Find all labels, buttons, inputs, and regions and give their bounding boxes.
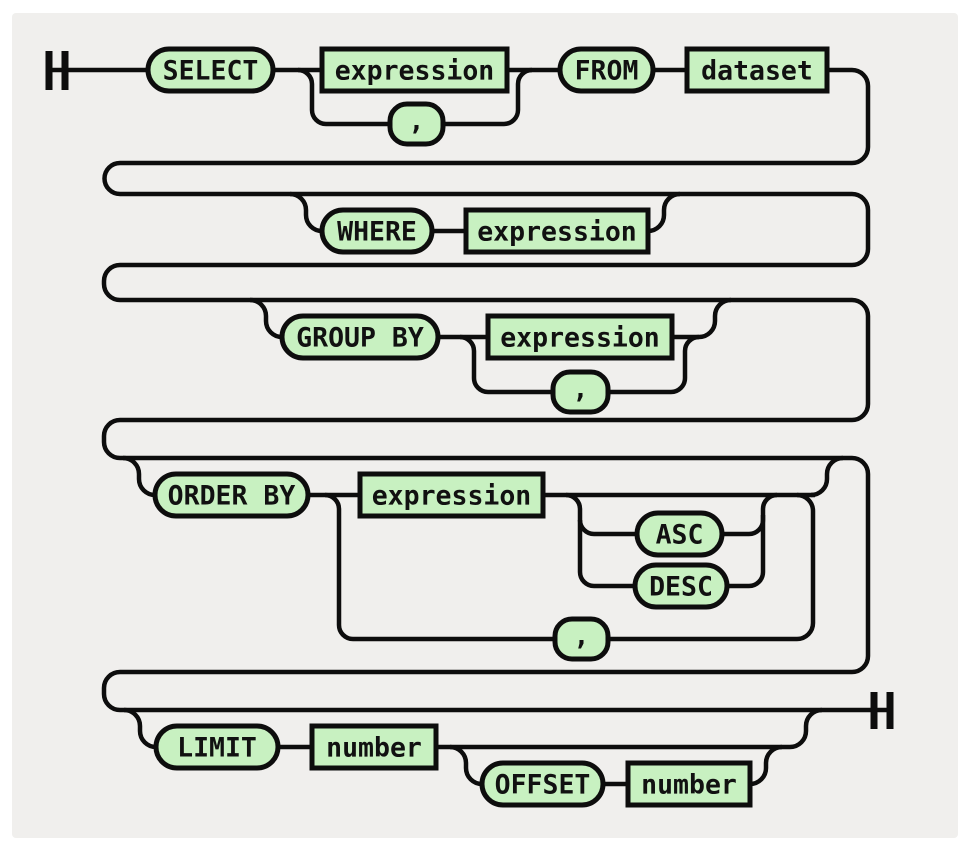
node-offset-label: OFFSET: [495, 770, 591, 801]
row3-wrap-line: [101, 297, 871, 461]
node-desc-label: DESC: [649, 572, 713, 603]
row4-comma-loop-right: [796, 492, 816, 642]
node-asc-shape: [634, 510, 725, 558]
row2-wrap-line: [101, 191, 871, 303]
node-asc-label: ASC: [656, 520, 704, 551]
node-where-shape: [319, 207, 435, 255]
node-expression2-shape: [463, 207, 651, 255]
node-orderby-label: ORDER BY: [168, 481, 296, 512]
node-comma3-shape: [552, 616, 611, 662]
node-number2-label: number: [641, 770, 737, 801]
node-from-label: FROM: [575, 56, 639, 87]
node-groupby-shape: [279, 313, 441, 361]
node-where-label: WHERE: [337, 217, 417, 248]
node-expression4-label: expression: [372, 481, 532, 512]
node-from-shape: [557, 46, 656, 94]
node-labels: SELECT expression , FROM dataset WHERE e…: [163, 56, 813, 801]
row5-merge-curve: [789, 707, 823, 750]
node-comma1-shape: [387, 101, 446, 147]
node-limit-label: LIMIT: [177, 733, 257, 764]
node-comma3-label: ,: [574, 621, 590, 652]
node-expression3-shape: [485, 313, 675, 361]
node-groupby-label: GROUP BY: [296, 323, 424, 354]
row4-desc-exit: [727, 515, 766, 589]
node-expression3-label: expression: [500, 323, 660, 354]
node-dataset-shape: [684, 46, 830, 94]
node-select-label: SELECT: [163, 56, 259, 87]
row5-offset-branch: [449, 744, 783, 787]
start-terminal: [45, 51, 69, 90]
node-expression4-shape: [357, 471, 546, 519]
node-comma2-label: ,: [573, 374, 589, 405]
row4-asc-entry: [577, 519, 637, 537]
node-number2-shape: [625, 760, 753, 808]
node-expression2-label: expression: [477, 217, 637, 248]
row4-exit-curve: [810, 455, 844, 498]
node-orderby-shape: [152, 471, 311, 519]
node-select-shape: [145, 46, 276, 94]
node-comma2-shape: [550, 369, 611, 415]
end-terminal: [870, 692, 894, 729]
node-shapes-stroke: [145, 46, 830, 808]
node-number1-label: number: [326, 733, 422, 764]
row4-desc-entry: [565, 492, 635, 589]
row4-wrap-line: [101, 455, 871, 713]
row4-orderby-branch: [122, 455, 815, 498]
node-expression1-label: expression: [335, 56, 495, 87]
row4-comma-loop-left: [324, 492, 797, 642]
row5-limit-branch: [123, 707, 790, 750]
node-comma1-label: ,: [409, 106, 425, 137]
diagram-panel: [12, 13, 958, 838]
node-limit-shape: [153, 723, 281, 771]
connector-lines: [45, 51, 894, 787]
node-number1-shape: [309, 723, 439, 771]
node-dataset-label: dataset: [701, 56, 813, 87]
row1-wrap-line: [102, 67, 871, 197]
node-offset-shape: [479, 760, 606, 808]
node-expression1-shape: [319, 46, 510, 94]
node-shapes: [145, 46, 830, 808]
node-desc-shape: [632, 562, 730, 610]
